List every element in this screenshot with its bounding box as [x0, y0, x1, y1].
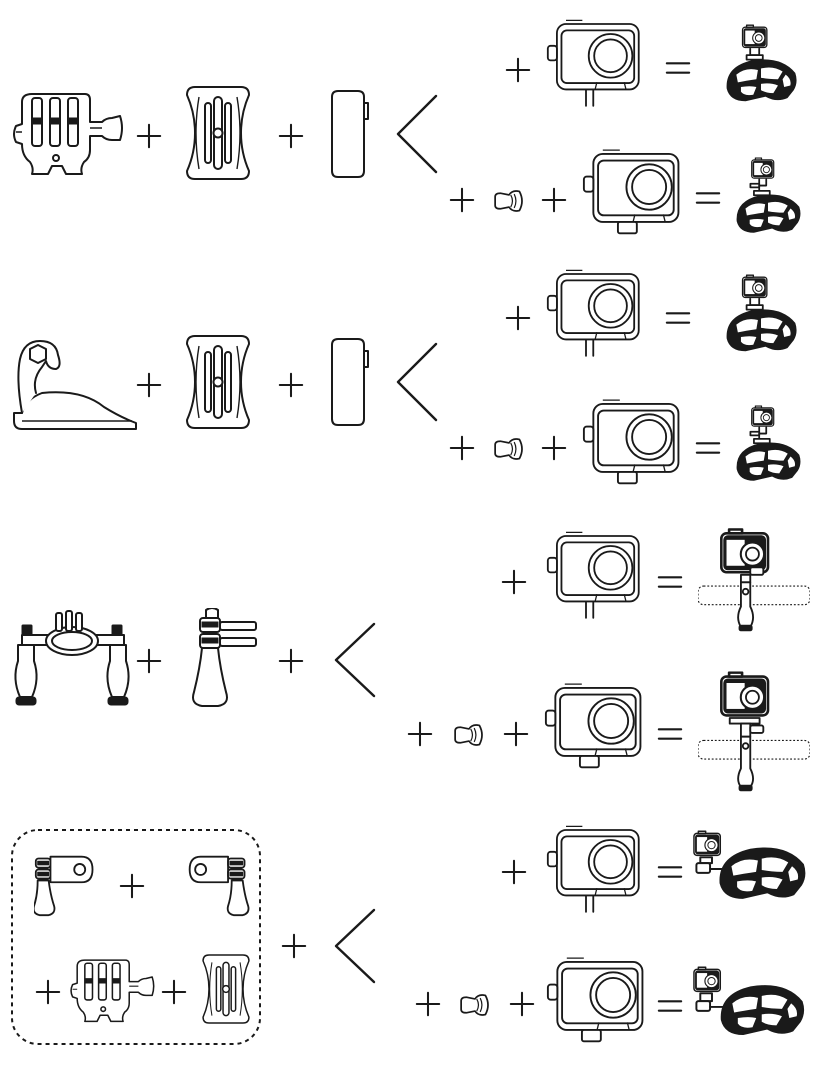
result-camera-on-helmet-side-raised-icon	[694, 967, 804, 1034]
equals-icon	[695, 442, 721, 454]
plus-icon	[501, 859, 527, 885]
flat-adhesive-base-icon	[186, 86, 250, 180]
plus-icon	[278, 648, 304, 674]
extension-arm-short-icon	[188, 855, 250, 917]
result-camera-on-helmet-side-icon	[694, 831, 805, 898]
waterproof-housing-icon	[584, 150, 679, 233]
flat-adhesive-base-icon	[186, 335, 250, 429]
buckle-mount-icon	[70, 959, 155, 1023]
section-3	[14, 529, 810, 791]
plus-icon	[503, 721, 529, 747]
curved-adhesive-base-icon	[202, 954, 250, 1024]
branch-chevron	[334, 908, 376, 984]
plus-icon	[136, 372, 162, 398]
plus-icon	[407, 721, 433, 747]
plus-icon	[136, 123, 162, 149]
equals-icon	[657, 1000, 683, 1012]
adhesive-pad-icon	[330, 337, 370, 427]
waterproof-housing-icon	[584, 400, 679, 483]
plus-icon	[278, 123, 304, 149]
waterproof-housing-icon	[548, 532, 639, 617]
plus-icon	[278, 372, 304, 398]
thumb-screw-icon	[460, 994, 489, 1016]
adhesive-pad-icon	[330, 89, 370, 179]
buckle-mount-icon	[13, 93, 123, 175]
plus-icon	[281, 933, 307, 959]
waterproof-housing-icon	[546, 684, 641, 767]
waterproof-housing-icon	[548, 826, 639, 911]
result-camera-on-helmet-icon	[727, 25, 796, 101]
equals-icon	[657, 728, 683, 740]
thumb-screw-icon	[494, 190, 523, 212]
plus-icon	[136, 648, 162, 674]
plus-icon	[541, 187, 567, 213]
branch-chevron	[396, 342, 438, 422]
plus-icon	[505, 57, 531, 83]
section-4	[11, 826, 805, 1045]
plus-icon	[449, 187, 475, 213]
result-camera-on-helmet-raised-icon	[737, 406, 800, 480]
chin-mount-icon	[12, 339, 137, 430]
waterproof-housing-icon	[548, 958, 643, 1041]
plus-icon	[161, 979, 187, 1005]
extension-arm-long-icon	[34, 855, 94, 917]
result-camera-on-handlebar-icon	[698, 529, 810, 630]
plus-icon	[541, 435, 567, 461]
result-camera-on-helmet-icon	[727, 275, 796, 351]
plus-icon	[505, 305, 531, 331]
plus-icon	[35, 979, 61, 1005]
equals-icon	[665, 312, 691, 324]
thumb-screw-icon	[494, 438, 523, 460]
plus-icon	[449, 435, 475, 461]
result-camera-on-handlebar-raised-icon	[698, 673, 810, 791]
equals-icon	[657, 576, 683, 588]
waterproof-housing-icon	[548, 20, 639, 105]
plus-icon	[509, 991, 535, 1017]
result-camera-on-helmet-raised-icon	[737, 158, 800, 232]
branch-chevron	[334, 622, 376, 698]
handlebar-mount-icon	[14, 609, 130, 707]
section-1	[13, 20, 800, 233]
waterproof-housing-icon	[548, 270, 639, 355]
branch-chevron	[396, 94, 438, 174]
thumb-screw-icon	[454, 724, 483, 746]
equals-icon	[695, 192, 721, 204]
equals-icon	[665, 62, 691, 74]
plus-icon	[415, 991, 441, 1017]
plus-icon	[501, 569, 527, 595]
accessory-group-box	[11, 829, 261, 1045]
pivot-arm-icon	[192, 608, 257, 707]
equals-icon	[657, 866, 683, 878]
plus-icon	[119, 873, 145, 899]
section-2	[12, 270, 800, 483]
